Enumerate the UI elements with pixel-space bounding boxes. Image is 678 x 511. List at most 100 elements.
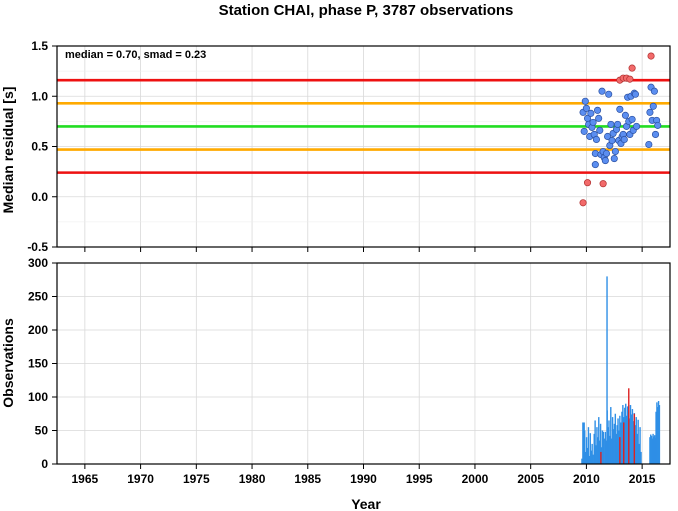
residual-point <box>587 109 595 117</box>
residual-point <box>616 105 624 113</box>
observation-bar <box>636 433 638 464</box>
observation-bar <box>637 419 639 464</box>
observation-bar <box>589 433 592 464</box>
y-tick-label: 0 <box>41 457 48 471</box>
residual-point <box>592 135 600 144</box>
y-tick-label: 100 <box>28 390 48 404</box>
observation-bar <box>587 427 590 464</box>
observation-bar <box>592 454 594 464</box>
observation-bar <box>617 418 619 464</box>
x-tick-label: 1970 <box>127 472 154 486</box>
stats-annotation: median = 0.70, smad = 0.23 <box>65 49 206 61</box>
observation-bar <box>616 425 618 464</box>
outlier-point <box>579 199 587 207</box>
observation-bar <box>588 455 591 464</box>
observation-bar <box>639 427 641 464</box>
observation-bar <box>658 405 661 464</box>
observation-bar <box>618 430 620 464</box>
residual-point <box>611 147 619 156</box>
observation-bar <box>605 440 607 464</box>
observation-bar <box>598 440 601 464</box>
y-tick-label: 50 <box>35 424 49 438</box>
observation-bar <box>657 401 660 464</box>
y-tick-label: 1.5 <box>31 39 48 53</box>
residual-point <box>604 132 612 141</box>
observation-bar <box>597 437 599 464</box>
observation-bar <box>653 436 655 464</box>
observation-bar <box>634 425 636 464</box>
observation-bar <box>630 414 633 464</box>
x-tick-label: 1965 <box>72 472 99 486</box>
observation-bar <box>640 451 642 464</box>
x-tick-label: 2010 <box>573 472 600 486</box>
x-tick-label: 1990 <box>350 472 377 486</box>
observation-bar <box>615 433 617 464</box>
y-tick-label: -0.5 <box>27 240 48 254</box>
observation-bar <box>657 407 659 464</box>
residual-panel: -0.50.00.51.01.5 median = 0.70, smad = 0… <box>0 39 671 254</box>
observation-bar <box>649 437 651 464</box>
residual-point <box>605 90 613 98</box>
residual-point <box>610 155 618 163</box>
observation-bar <box>611 417 614 464</box>
observation-bar <box>582 422 584 464</box>
observation-bar <box>595 445 597 464</box>
observation-bar <box>596 427 598 464</box>
observation-bar <box>610 407 612 464</box>
residual-points <box>579 52 662 207</box>
observation-bar <box>581 458 583 464</box>
observation-bar <box>655 411 657 464</box>
y-tick-label: 150 <box>28 357 48 371</box>
observation-bar <box>609 435 611 464</box>
residual-point <box>649 102 657 110</box>
residual-point <box>650 87 658 95</box>
residual-point <box>598 87 606 95</box>
outlier-point <box>628 64 636 72</box>
observation-bar-spike <box>600 451 602 464</box>
observation-bar <box>584 451 587 464</box>
observation-bar <box>586 447 589 464</box>
observation-bar <box>628 418 631 464</box>
observation-bar <box>607 427 609 464</box>
observation-bar <box>635 417 637 464</box>
residual-point <box>582 104 590 112</box>
y-tick-label: 0.0 <box>31 190 48 204</box>
observation-bar-spike <box>628 388 630 464</box>
residual-y-ticks: -0.50.00.51.01.5 <box>27 39 643 254</box>
y-tick-label: 300 <box>28 256 48 270</box>
observation-bars <box>581 276 661 464</box>
residual-point <box>602 149 611 158</box>
outlier-point <box>599 180 607 188</box>
observation-bar <box>585 437 588 464</box>
observation-bar <box>622 405 624 464</box>
residual-point <box>654 121 662 129</box>
outlier-point <box>626 75 634 83</box>
residual-point <box>646 108 654 116</box>
observation-bar <box>625 415 628 464</box>
observation-bar <box>613 423 616 464</box>
observation-bar <box>591 443 593 464</box>
observation-bar <box>594 420 596 464</box>
outlier-point <box>647 52 655 60</box>
observation-bar <box>610 438 613 464</box>
residual-point <box>589 118 597 126</box>
observation-bar <box>651 438 654 464</box>
x-tick-label: 2015 <box>629 472 656 486</box>
x-tick-label: 2000 <box>462 472 489 486</box>
observation-bar <box>603 438 605 464</box>
y-tick-label: 250 <box>28 290 48 304</box>
residual-point <box>594 106 602 114</box>
observation-bar <box>598 417 600 464</box>
residual-point <box>633 122 641 130</box>
observation-bar <box>625 403 627 464</box>
y-tick-label: 0.5 <box>31 140 48 154</box>
observation-bar <box>620 422 622 464</box>
residual-point <box>631 90 639 98</box>
observation-bar <box>650 434 652 464</box>
observation-bar <box>608 420 610 464</box>
residual-point <box>608 136 616 145</box>
observation-bar <box>599 423 602 464</box>
